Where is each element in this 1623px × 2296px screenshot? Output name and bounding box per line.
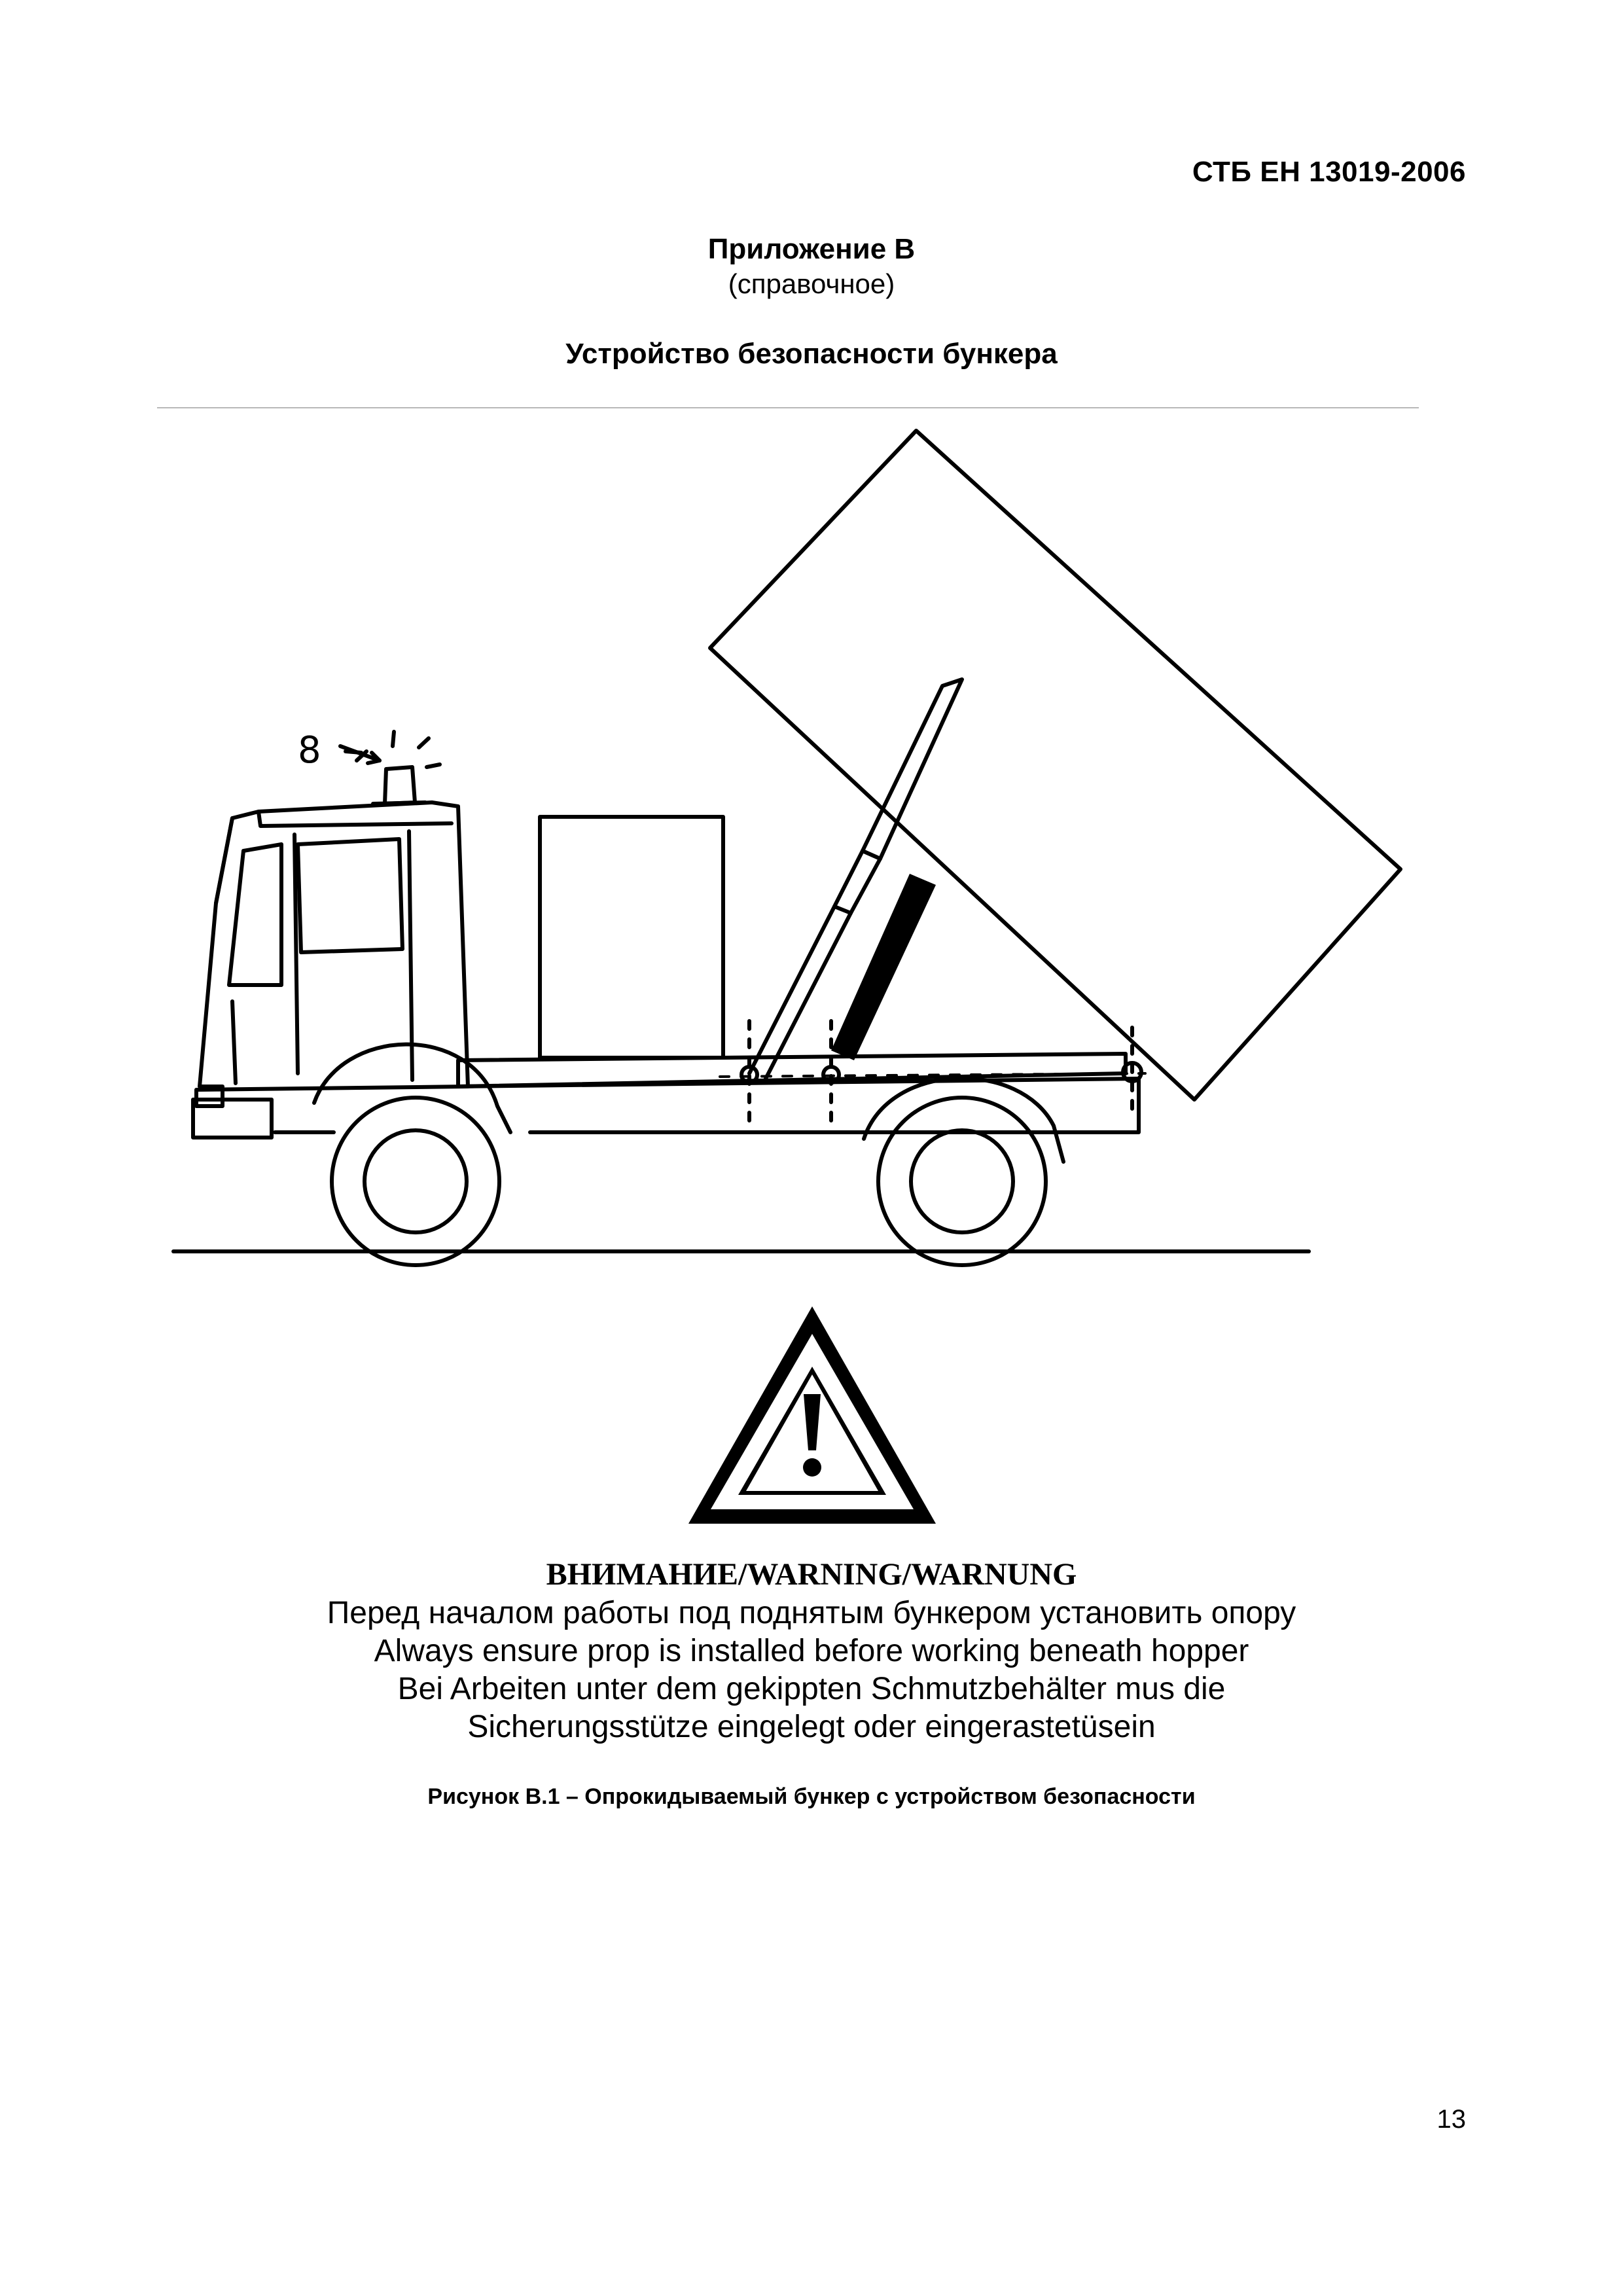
annex-subtitle: (справочное) [728,268,895,299]
warning-text-ru: Перед началом работы под поднятым бункер… [327,1596,1296,1630]
beacon-light-icon [383,765,417,806]
warning-text-de-line1: Bei Arbeiten unter dem gekippten Schmutz… [397,1672,1226,1706]
page-number: 13 [1436,2105,1467,2134]
divider [157,407,1419,408]
figure-caption: Рисунок B.1 – Опрокидываемый бункер с ус… [427,1784,1196,1809]
warning-heading: ВНИМАНИЕ/WARNING/WARNUNG [546,1557,1077,1592]
front-wheel [330,1096,501,1267]
rear-wheel [876,1096,1048,1267]
cab-outline [194,800,470,1108]
section-title: Устройство безопасности бункера [565,338,1058,370]
warning-triangle-icon [688,1306,936,1524]
warning-text-de-line2: Sicherungsstütze eingelegt oder eingeras… [467,1710,1156,1744]
cab-window-front [227,842,283,987]
warning-text-en: Always ensure prop is installed before w… [374,1634,1249,1668]
safety-prop [831,874,936,1060]
document-code: СТБ ЕН 13019-2006 [1192,156,1466,188]
annex-title: Приложение B [707,233,916,265]
callout-label: 8 [298,729,321,772]
cab-window-side [296,837,404,954]
hydraulic-ram [861,677,964,861]
hopper [708,429,1402,1102]
equipment-box [538,815,725,1060]
dump-truck-drawing: 8 [171,429,1402,1267]
